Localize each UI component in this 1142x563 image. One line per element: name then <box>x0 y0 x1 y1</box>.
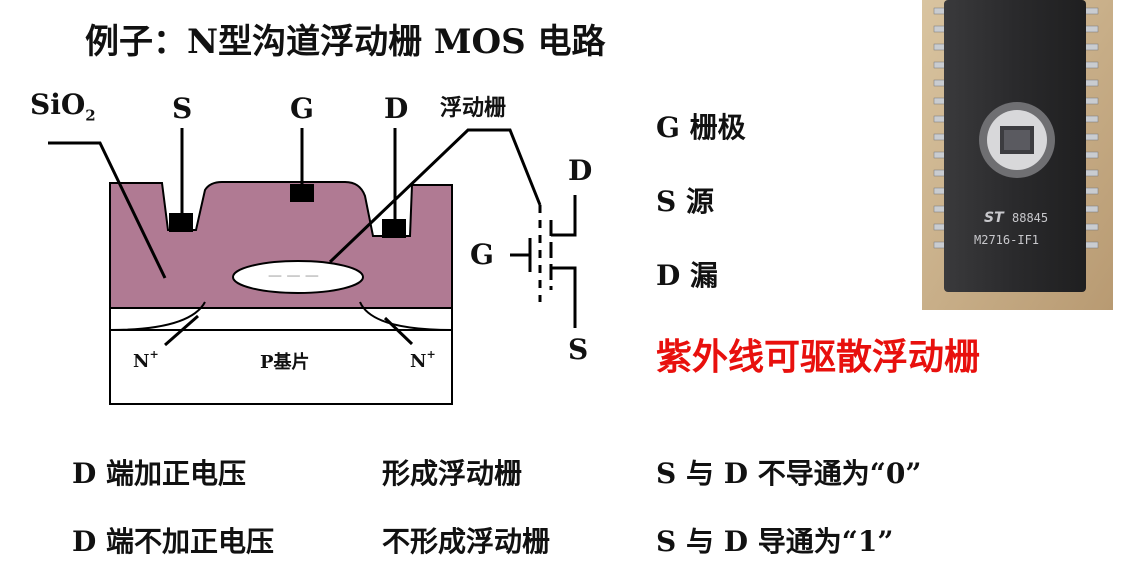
n-left-pointer <box>164 314 199 347</box>
row2-result: S 与 D 导通为“1” <box>656 525 894 558</box>
gate-contact <box>290 184 314 202</box>
row1-result: S 与 D 不导通为“0” <box>656 457 922 490</box>
legend-drain: D 漏 <box>656 259 719 292</box>
legend-source: S 源 <box>656 185 714 218</box>
n-right-pointer <box>383 316 414 346</box>
uv-erase-note: 紫外线可驱散浮动栅 <box>656 336 981 378</box>
row2-effect: 不形成浮动栅 <box>382 525 551 558</box>
sio2-label: SiO2 <box>30 88 96 125</box>
floating-gate-pointer <box>328 128 542 264</box>
row1-effect: 形成浮动栅 <box>382 457 523 490</box>
legend-gate: G 栅极 <box>656 111 746 144</box>
symbol-source-wire <box>551 266 577 328</box>
row2-condition: D 端不加正电压 <box>72 525 275 558</box>
source-contact <box>169 213 193 232</box>
chip-code: 88845 <box>1012 211 1048 225</box>
page-title: 例子：N型沟道浮动栅 MOS 电路 <box>85 22 606 62</box>
symbol-source-label: S <box>568 333 589 366</box>
n-plus-right-label: N+ <box>410 348 436 372</box>
drain-top-label: D <box>384 92 409 125</box>
source-top-label: S <box>172 92 193 125</box>
n-plus-left-label: N+ <box>133 348 159 372</box>
eprom-chip-photo: ST 88845 M2716-IF1 <box>922 0 1113 310</box>
n-left-diffusion <box>109 301 206 331</box>
negative-charges: — — — <box>268 268 319 284</box>
gate-top-label: G <box>290 92 314 125</box>
floating-gate-ellipse <box>232 260 364 294</box>
sio2-pointer <box>48 141 167 279</box>
p-substrate-label: P基片 <box>260 352 310 373</box>
symbol-drain-wire <box>551 195 577 237</box>
row1-condition: D 端加正电压 <box>72 457 247 490</box>
symbol-drain-label: D <box>568 154 593 187</box>
chip-logo: ST <box>984 210 1005 226</box>
symbol-gate-label: G <box>470 238 494 271</box>
floating-gate-label: 浮动栅 <box>440 95 507 121</box>
chip-part: M2716-IF1 <box>974 233 1039 247</box>
drain-contact <box>382 219 406 238</box>
positive-charges: + + + + + + <box>228 311 345 330</box>
